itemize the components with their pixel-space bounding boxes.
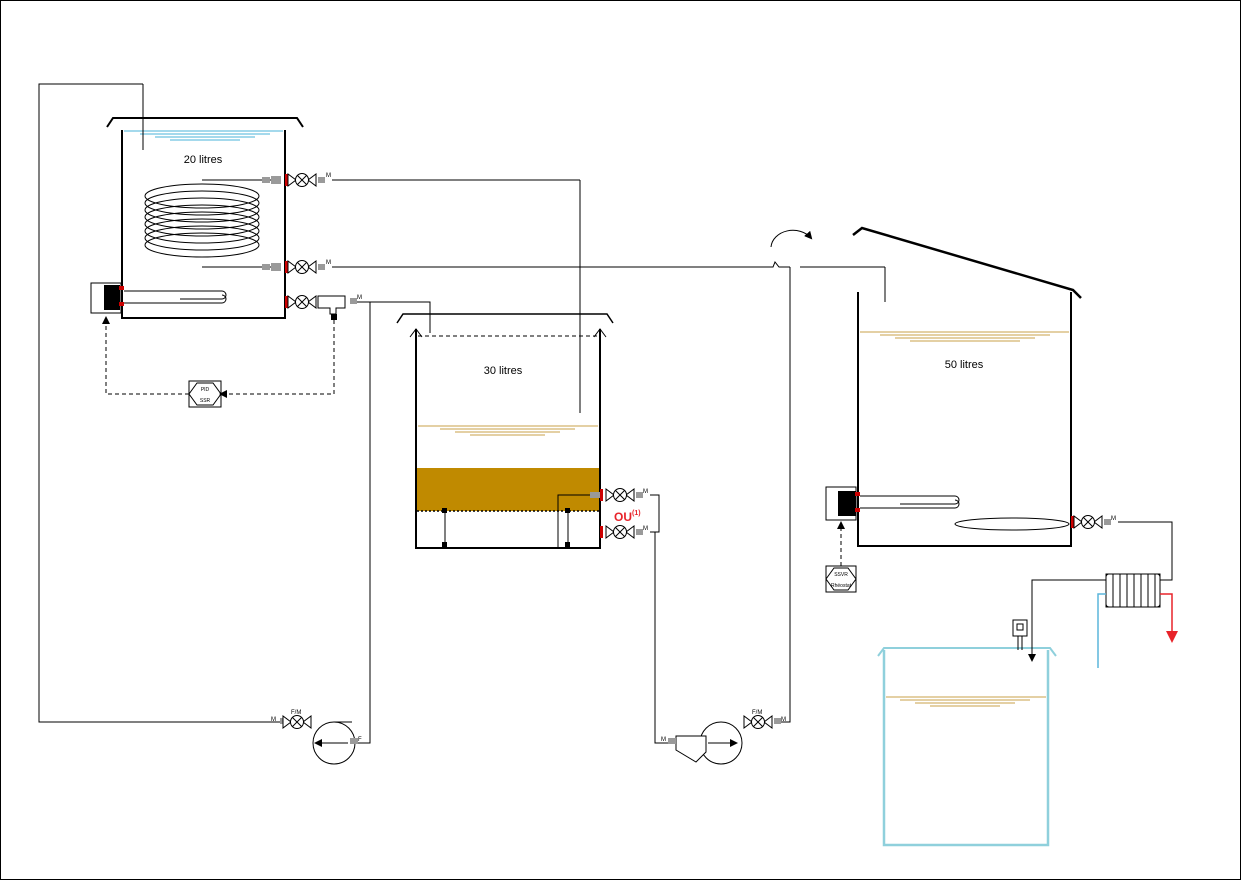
mash-tun-lid — [396, 313, 614, 324]
rheostat-controller: SSVR Rhéostat — [825, 565, 857, 593]
thermometer-icon — [1012, 619, 1028, 650]
svg-text:F: F — [358, 737, 362, 743]
mash-tun: 30 litres — [396, 180, 614, 549]
fermenter-liquid-level — [886, 696, 1046, 707]
svg-text:M: M — [643, 489, 648, 495]
hot-liquor-water-level — [124, 130, 283, 141]
svg-text:SSVR: SSVR — [834, 572, 848, 578]
rotation-arrow-icon — [770, 229, 813, 248]
hot-liquor-drain-valve[interactable]: M — [285, 295, 362, 320]
coil-outlet-line-a — [332, 261, 790, 268]
svg-text:M: M — [326, 173, 331, 179]
cooling-water-inlet — [1097, 593, 1106, 668]
svg-text:M: M — [357, 295, 362, 301]
pid-control-signal — [102, 316, 335, 398]
boil-kettle-heating-element — [825, 486, 960, 521]
hot-liquor-heating-element — [90, 282, 227, 314]
svg-text:M: M — [643, 526, 648, 532]
grain-bed — [417, 468, 599, 511]
heat-exchanger-coil — [144, 179, 275, 268]
fermenter-body — [882, 650, 1050, 847]
whirlpool-ring — [954, 517, 1070, 531]
svg-text:OU: OU — [614, 510, 632, 524]
pump-2-valve[interactable]: F/M M — [743, 710, 786, 729]
pid-controller: PID SSR — [188, 380, 222, 408]
svg-text:M: M — [326, 260, 331, 266]
piping — [38, 83, 1173, 744]
coil-inlet-valve[interactable]: M — [262, 173, 331, 187]
pump-1-valve[interactable]: M F/M — [271, 710, 312, 729]
boil-kettle-lid — [852, 226, 1082, 299]
boil-kettle-body — [857, 292, 1072, 547]
hot-liquor-tank-lid — [106, 117, 304, 128]
plate-chiller — [1105, 573, 1161, 608]
svg-text:PID: PID — [201, 387, 210, 393]
mash-return-line — [365, 301, 431, 333]
pump-2-to-kettle-line — [781, 267, 791, 723]
coil-outlet-valve[interactable]: M — [262, 260, 331, 274]
mash-tun-upper-valve[interactable]: M — [590, 488, 648, 502]
mash-tun-liquid-level — [418, 425, 598, 436]
hot-liquor-tank: 20 litres — [90, 84, 304, 319]
chiller-to-fermenter-line — [1028, 579, 1106, 662]
fermenter — [877, 647, 1057, 847]
hot-liquor-volume-label: 20 litres — [184, 154, 223, 166]
mash-tun-to-pump-line — [654, 532, 668, 744]
boil-kettle: 50 litres — [852, 226, 1082, 547]
svg-text:(1): (1) — [632, 510, 641, 517]
svg-text:M: M — [661, 737, 666, 743]
svg-text:F/M: F/M — [291, 710, 301, 716]
or-annotation: OU (1) — [614, 510, 641, 524]
mash-tun-outlet-manifold — [650, 494, 660, 533]
pump-2[interactable]: M — [661, 721, 743, 765]
kettle-to-chiller-line — [1118, 521, 1173, 581]
hot-liquor-tank-body — [121, 130, 286, 319]
cooling-water-outlet — [1160, 593, 1178, 643]
hot-liquor-return-line — [38, 83, 280, 723]
boil-kettle-liquid-level — [860, 331, 1069, 342]
svg-text:F/M: F/M — [752, 710, 762, 716]
svg-text:M: M — [781, 717, 786, 723]
svg-text:SSR: SSR — [200, 398, 211, 404]
mash-tun-volume-label: 30 litres — [484, 365, 523, 377]
boil-kettle-volume-label: 50 litres — [945, 359, 984, 371]
svg-text:M: M — [1111, 516, 1116, 522]
svg-text:Rhéostat: Rhéostat — [831, 583, 852, 589]
mash-tun-body — [415, 329, 601, 549]
pump-1[interactable]: F — [312, 721, 362, 765]
mash-tun-lower-valve[interactable]: M — [600, 525, 648, 539]
fermenter-lid — [877, 647, 1057, 657]
svg-text:M: M — [271, 717, 276, 723]
boil-kettle-outlet-valve[interactable]: M — [1071, 515, 1116, 529]
hot-liquor-drain-line — [357, 301, 371, 744]
